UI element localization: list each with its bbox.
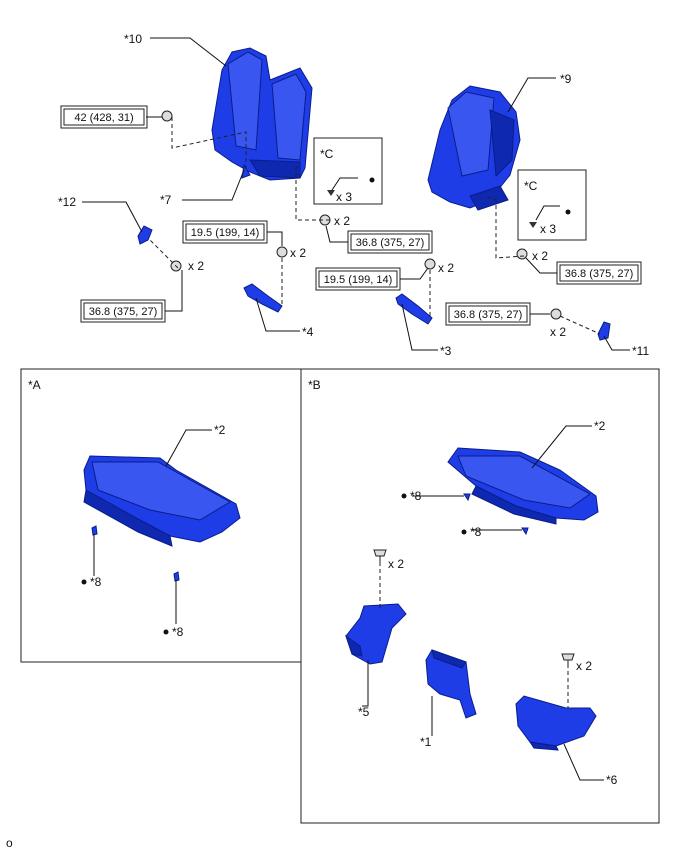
callout-3: *3 <box>440 344 452 358</box>
qty-label: x 2 <box>532 249 548 263</box>
view-b-label: *B <box>308 378 321 392</box>
view-c-label: *C <box>320 147 334 161</box>
view-c-label: *C <box>524 179 538 193</box>
clip-icon <box>327 190 335 196</box>
callout-9: *9 <box>560 72 572 86</box>
callout-12: *12 <box>58 195 76 209</box>
cover-6 <box>515 695 597 751</box>
clip-icon <box>529 222 537 228</box>
torque-value: 36.8 (375, 27) <box>89 306 158 318</box>
qty-label: x 2 <box>550 325 566 339</box>
view-b-frame <box>300 368 660 824</box>
bolt-icon <box>373 549 387 557</box>
bracket-4 <box>243 283 283 313</box>
callout-8: *8 <box>470 525 482 539</box>
callout-7: *7 <box>160 193 172 207</box>
callout-8: *8 <box>410 489 422 503</box>
seat-cushion-a <box>83 455 241 547</box>
bolt-icon <box>161 110 562 320</box>
seatback-right <box>427 85 521 211</box>
cover-5 <box>345 603 407 665</box>
qty-label: x 2 <box>334 214 350 228</box>
callout-1: *1 <box>420 735 432 749</box>
cover-1 <box>425 649 477 719</box>
qty-label: x 2 <box>576 659 592 673</box>
seat-cushion-b <box>447 447 599 525</box>
bracket-11 <box>597 321 611 341</box>
bracket-3 <box>395 293 433 325</box>
qty-label: x 2 <box>290 246 306 260</box>
callout-11: *11 <box>632 344 649 358</box>
torque-value: 19.5 (199, 14) <box>191 227 260 239</box>
callout-2: *2 <box>214 423 226 437</box>
qty-label: x 2 <box>438 261 454 275</box>
bolt-icon <box>561 653 575 661</box>
view-a-label: *A <box>28 378 41 392</box>
torque-value: 36.8 (375, 27) <box>356 237 425 249</box>
qty-label: x 3 <box>540 222 556 236</box>
torque-value: 36.8 (375, 27) <box>454 309 523 321</box>
callout-8: *8 <box>90 575 102 589</box>
illustration-code: o <box>6 836 13 850</box>
torque-box <box>60 105 642 326</box>
callout-10: *10 <box>124 32 142 46</box>
callout-6: *6 <box>606 773 618 787</box>
callout-8: *8 <box>172 625 184 639</box>
qty-label: x 3 <box>336 190 352 204</box>
callout-2: *2 <box>594 419 606 433</box>
torque-value: 19.5 (199, 14) <box>324 274 393 286</box>
torque-value: 36.8 (375, 27) <box>565 268 634 280</box>
qty-label: x 2 <box>188 259 204 273</box>
seatback-left <box>211 47 313 181</box>
qty-label: x 2 <box>388 557 404 571</box>
torque-value: 42 (428, 31) <box>74 112 133 124</box>
callout-5: *5 <box>358 705 370 719</box>
callout-4: *4 <box>302 325 314 339</box>
